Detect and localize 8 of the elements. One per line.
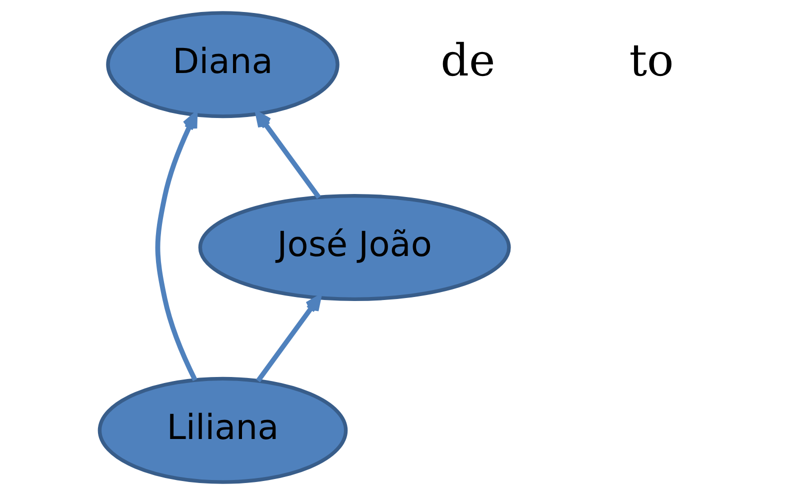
node-ellipse: José João [198, 194, 511, 302]
label: to [629, 35, 674, 86]
node-ellipse: Diana [106, 11, 340, 118]
arrow [256, 294, 322, 382]
label: de [440, 35, 496, 86]
arrow [155, 112, 198, 382]
arrow [255, 111, 321, 199]
node-ellipse: Liliana [98, 376, 348, 484]
